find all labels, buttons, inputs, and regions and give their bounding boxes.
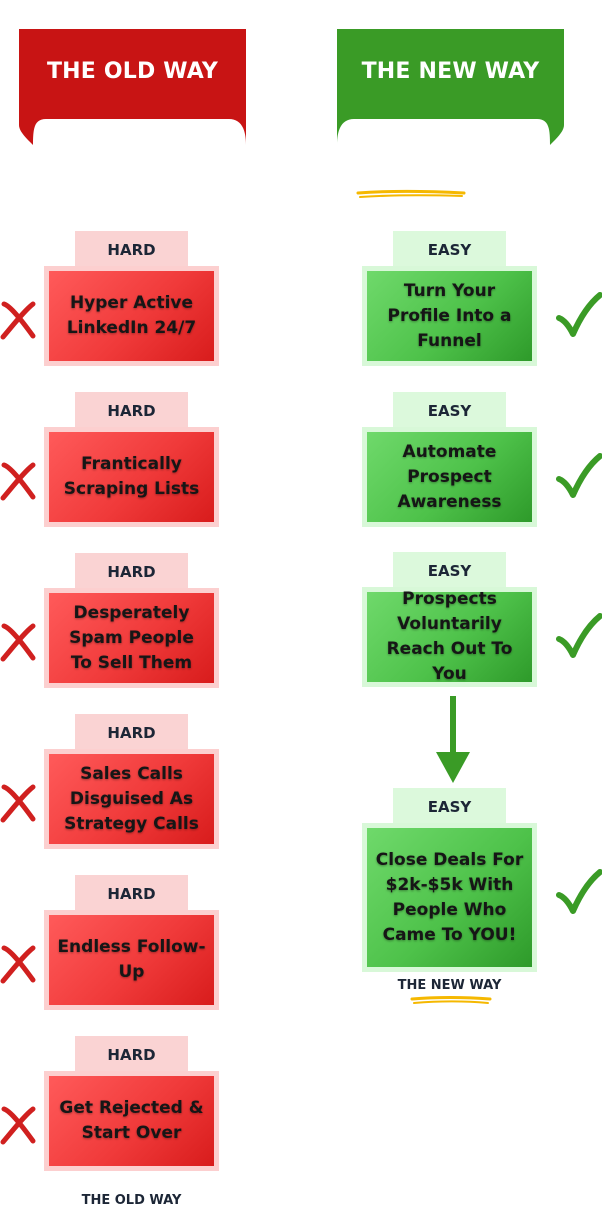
x-mark-icon [0,301,36,340]
easy-tag: EASY [393,392,506,430]
old-way-card: Endless Follow-Up [44,910,219,1010]
new-way-card: Automate Prospect Awareness [362,427,537,527]
hard-tag: HARD [75,392,188,430]
hard-tag: HARD [75,553,188,591]
new-way-banner: THE NEW WAY [337,29,564,145]
easy-tag: EASY [393,552,506,590]
hard-tag: HARD [75,714,188,752]
old-way-card: Desperately Spam People To Sell Them [44,588,219,688]
down-arrow-icon [436,696,470,783]
old-way-card: Frantically Scraping Lists [44,427,219,527]
squiggle-underline [410,996,492,1004]
new-way-card: Prospects Voluntarily Reach Out To You [362,587,537,687]
x-mark-icon [0,945,36,984]
old-way-card-text: Frantically Scraping Lists [49,432,214,522]
old-way-banner-shape [19,29,246,145]
new-way-footer: THE NEW WAY [397,978,502,993]
old-way-footer: THE OLD WAY [81,1193,182,1208]
old-way-card: Sales Calls Disguised As Strategy Calls [44,749,219,849]
new-way-card-text: Close Deals For $2k-$5k With People Who … [367,828,532,967]
new-way-card: Close Deals For $2k-$5k With People Who … [362,823,537,972]
old-way-card: Get Rejected & Start Over [44,1071,219,1171]
easy-tag: EASY [393,231,506,269]
old-way-card-text: Hyper Active LinkedIn 24/7 [49,271,214,361]
new-way-card-text: Automate Prospect Awareness [367,432,532,522]
x-mark-icon [0,462,36,501]
old-way-card-text: Desperately Spam People To Sell Them [49,593,214,683]
checkmark-icon [556,453,602,498]
x-mark-icon [0,623,36,662]
old-way-card-text: Endless Follow-Up [49,915,214,1005]
checkmark-icon [556,613,602,658]
checkmark-icon [556,292,602,337]
x-mark-icon [0,784,36,823]
hard-tag: HARD [75,231,188,269]
new-way-card-text: Prospects Voluntarily Reach Out To You [367,589,532,684]
new-way-banner-shape [337,29,564,145]
easy-tag: EASY [393,788,506,826]
old-way-banner-label: THE OLD WAY [46,59,219,84]
new-way-card: Turn Your Profile Into a Funnel [362,266,537,366]
new-way-banner-label: THE NEW WAY [361,59,540,84]
x-mark-icon [0,1106,36,1145]
old-way-card: Hyper Active LinkedIn 24/7 [44,266,219,366]
new-way-card-text: Turn Your Profile Into a Funnel [367,271,532,361]
old-way-card-text: Sales Calls Disguised As Strategy Calls [49,754,214,844]
hard-tag: HARD [75,875,188,913]
checkmark-icon [556,869,602,914]
old-way-banner: THE OLD WAY [19,29,246,145]
hard-tag: HARD [75,1036,188,1074]
squiggle-underline [356,190,466,198]
old-way-card-text: Get Rejected & Start Over [49,1076,214,1166]
